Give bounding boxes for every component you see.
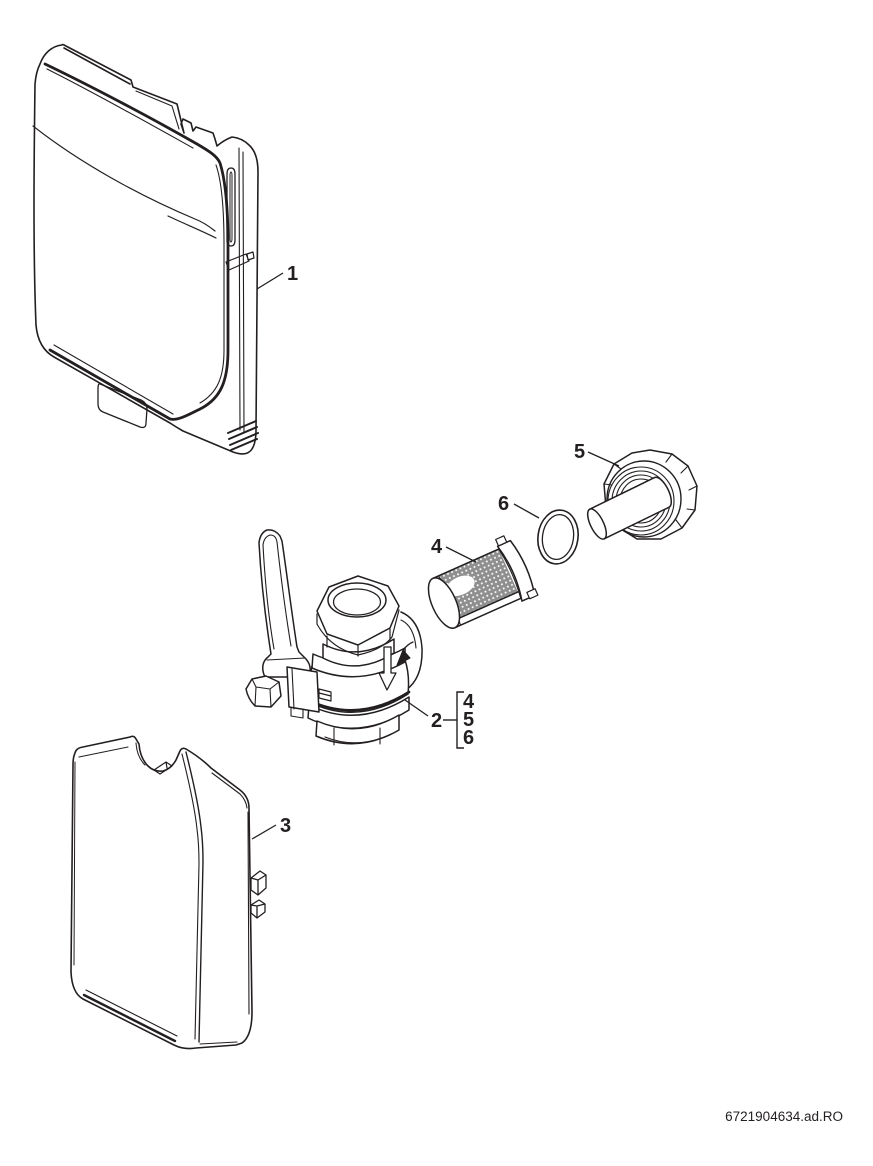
filter-strainer-part <box>427 535 539 629</box>
valve-side-outlet <box>400 611 423 691</box>
front-cover-mid-curve <box>32 125 216 232</box>
pipe-stub-far-cap <box>653 476 673 509</box>
valve-bottom-foot <box>315 714 400 745</box>
bottom-cover-part <box>70 735 267 1050</box>
valve-side-outlet-inner <box>400 619 417 649</box>
front-cover-panel-edge-companion-bottom <box>53 344 174 415</box>
o-ring-part <box>537 509 579 565</box>
leader-line-4 <box>445 546 477 563</box>
pipe-stub-fill <box>589 477 672 539</box>
filter-tab-top <box>495 535 508 547</box>
flow-arrow-icon <box>378 646 397 691</box>
callout-bracket <box>443 691 464 749</box>
ball-valve-part <box>245 529 423 746</box>
callout-4: 4 <box>431 536 443 558</box>
pipe-stub <box>586 476 673 540</box>
valve-lever-plate <box>286 666 320 713</box>
front-cover-panel-edge-companion-top <box>46 68 194 149</box>
o-ring-inner <box>541 513 575 561</box>
valve-union-nut <box>316 575 400 646</box>
front-cover-side-slot-inner <box>229 171 233 243</box>
callout-bracket-item-5: 5 <box>463 709 474 731</box>
front-cover-side-slot <box>226 167 236 247</box>
filter-body-outline <box>432 547 524 629</box>
callout-5: 5 <box>574 441 585 463</box>
leader-line-1 <box>256 272 284 290</box>
valve-lever-inner-lines <box>262 534 306 661</box>
front-cover-top-inner-line <box>63 47 131 85</box>
front-cover-panel-heavy-edge <box>43 62 230 421</box>
callout-bracket-lines <box>456 691 464 749</box>
pipe-stub-outline <box>589 476 670 540</box>
front-cover-panel-edge-companion-right <box>199 164 225 404</box>
bottom-cover-right-inner <box>247 811 250 1015</box>
callout-bracket-item-6: 6 <box>463 727 474 749</box>
front-cover-bracket-inner-line <box>135 90 180 130</box>
filter-tab-bottom <box>526 588 539 600</box>
bottom-cover-bottom-heavy <box>82 993 177 1043</box>
front-cover-part <box>32 43 259 455</box>
bottom-cover-left-inner <box>73 761 76 966</box>
leader-line-5 <box>587 451 620 467</box>
front-cover-bottom-plate <box>97 383 148 429</box>
valve-hex-nut <box>245 675 282 708</box>
bottom-cover-notch-inner <box>135 742 146 766</box>
valve-lever-plate-inner <box>290 668 304 719</box>
front-cover-side-edge-lines <box>238 147 245 433</box>
filter-mesh <box>438 549 518 619</box>
filter-mesh-window <box>446 575 475 597</box>
valve-union-nut-rim <box>316 609 400 657</box>
flow-marker-tail <box>402 641 414 651</box>
bottom-cover-front-right-edge-companion <box>181 753 200 1040</box>
bottom-cover-front-right-edge <box>185 751 204 1043</box>
cap-nut-opening <box>606 460 682 538</box>
front-cover-mid-curve-companion <box>167 215 217 239</box>
valve-plate-clip <box>318 688 332 702</box>
drawing-number: 6721904634.ad.RO <box>725 1109 843 1124</box>
valve-bottom-foot-facets <box>324 727 392 746</box>
front-cover-vent-lines <box>227 420 259 451</box>
bottom-cover-outline <box>70 735 253 1050</box>
bottom-cover-clip-upper <box>250 870 267 896</box>
leader-line-3 <box>251 824 277 840</box>
leader-line-6 <box>513 503 540 519</box>
valve-union-nut-opening-inner <box>332 588 382 616</box>
filter-end-cap <box>427 577 461 629</box>
flow-marker-icon <box>396 649 411 666</box>
o-ring-outer <box>537 509 579 565</box>
callout-3: 3 <box>280 815 291 837</box>
bottom-cover-bottom-companion <box>85 989 238 1045</box>
leader-line-2 <box>404 699 429 717</box>
front-cover-side-cutout <box>225 251 255 271</box>
bottom-cover-top-inner-line <box>78 746 129 758</box>
bottom-cover-side-top-inner <box>211 772 248 809</box>
bottom-cover-notch-tab <box>153 761 173 775</box>
bottom-cover-clip-lower <box>250 899 266 919</box>
valve-union-nut-opening <box>327 582 387 618</box>
pipe-stub-near-cap <box>586 508 608 540</box>
callout-1: 1 <box>287 263 298 285</box>
valve-hex-nut-facets <box>251 678 280 708</box>
callout-6: 6 <box>498 493 509 515</box>
callout-bracket-item-4: 4 <box>463 691 475 713</box>
callout-2: 2 <box>431 710 442 732</box>
union-nut-part <box>586 449 698 540</box>
